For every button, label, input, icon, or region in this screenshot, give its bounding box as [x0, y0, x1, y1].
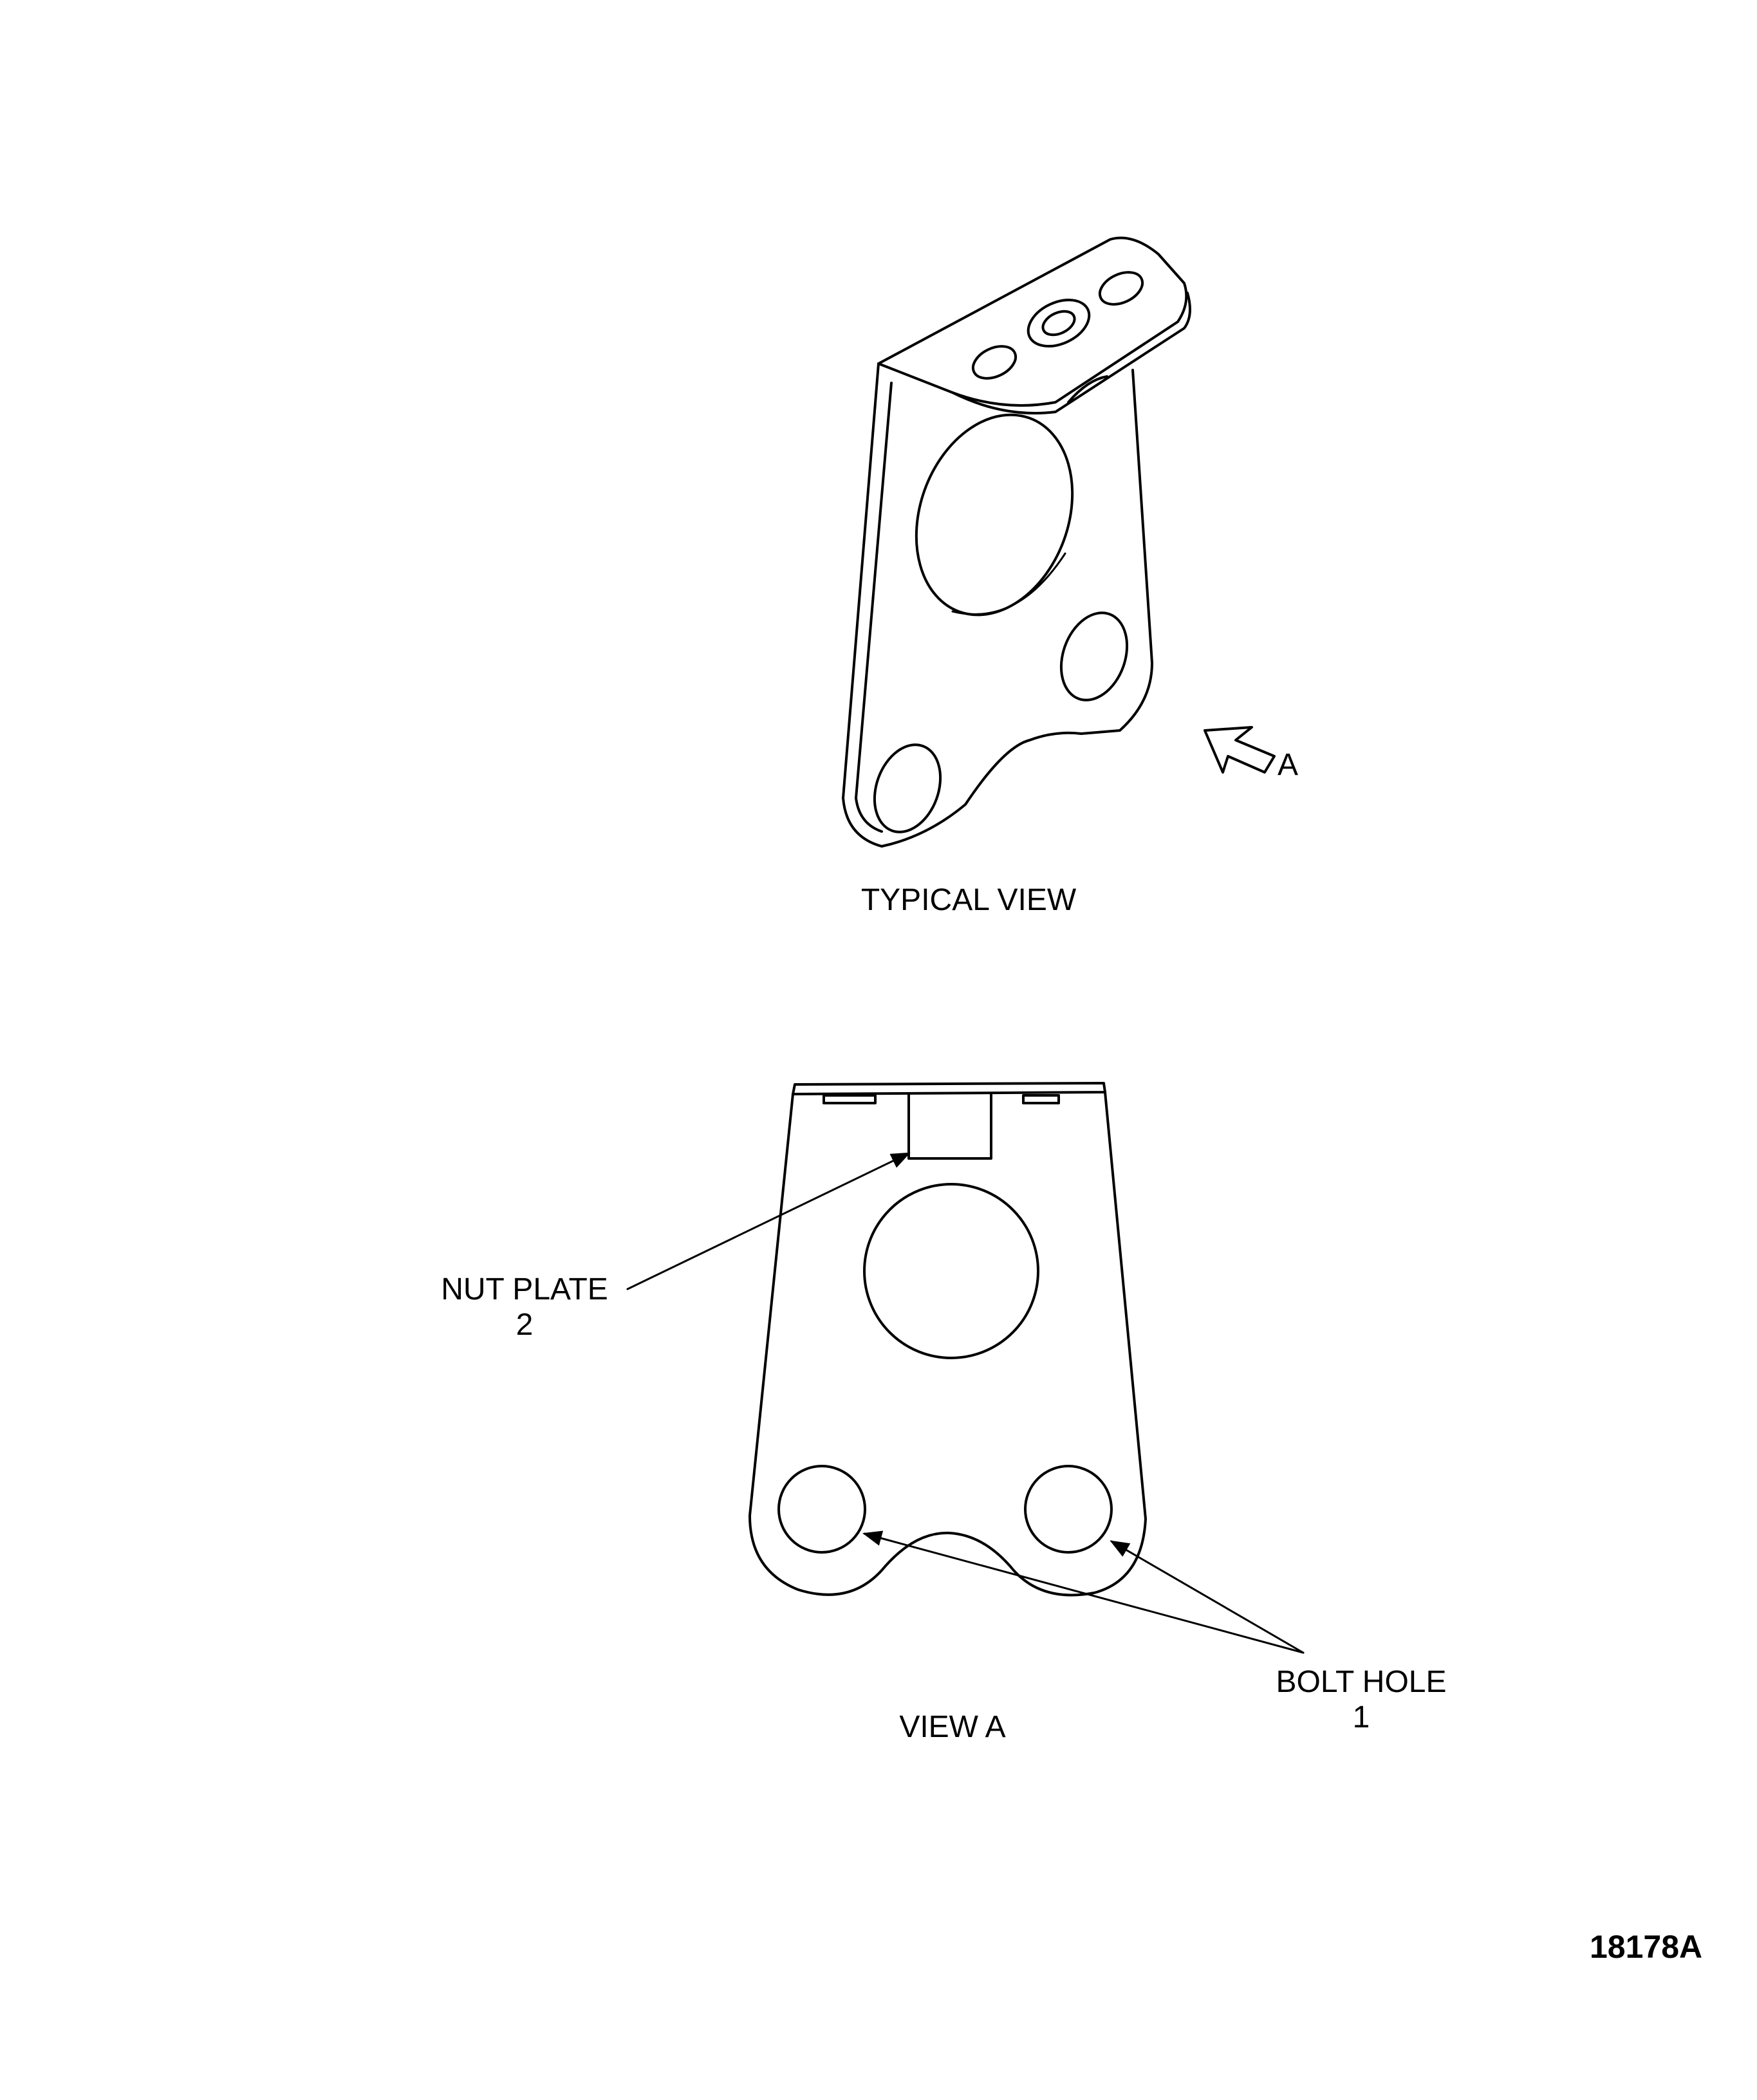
flange-nut-inner [1041, 310, 1076, 337]
bracket-plate-thickness [855, 382, 893, 833]
bolt-hole-iso-left [873, 743, 942, 833]
bolt-hole-callout-number: 1 [1352, 1700, 1370, 1734]
large-hole-iso-depth [951, 552, 1066, 615]
view-arrow-letter: A [1278, 748, 1299, 782]
view-a-flange-edge [792, 1082, 1106, 1095]
nut-plate-leader [626, 1152, 911, 1290]
flange-nut-outer [1027, 299, 1091, 348]
flange-hole-left [971, 345, 1018, 380]
view-a-lug-left [823, 1094, 877, 1104]
typical-view-caption: TYPICAL VIEW [860, 883, 1077, 917]
nut-plate-callout-name: NUT PLATE [441, 1272, 608, 1306]
large-hole-iso [915, 413, 1074, 617]
figure-number: 18178A [1590, 1929, 1703, 1965]
nut-plate-callout-number: 2 [516, 1308, 534, 1342]
nut-plate-iso [1067, 375, 1108, 404]
typical-view-bracket [842, 236, 1191, 848]
view-a-plate-outline [748, 1091, 1147, 1597]
bolt-hole-leader-right [1110, 1540, 1305, 1654]
bolt-hole-leader-left [862, 1530, 1305, 1654]
view-direction-arrow-icon [1204, 726, 1276, 774]
bolt-hole-iso-right [1059, 611, 1129, 702]
bolt-hole-callout-name: BOLT HOLE [1276, 1665, 1447, 1699]
bracket-plate-outline [842, 362, 1153, 848]
view-a-caption: VIEW A [899, 1710, 1006, 1744]
view-a-nut-plate [907, 1093, 992, 1160]
view-a-lug-right [1022, 1094, 1060, 1104]
view-a-bolt-hole-left [777, 1465, 866, 1554]
bracket-top-flange-edge [951, 292, 1191, 414]
view-a-large-hole [863, 1183, 1039, 1359]
bracket-top-flange [877, 236, 1188, 407]
view-a-bolt-hole-right [1024, 1465, 1113, 1554]
flange-hole-right [1098, 271, 1144, 306]
view-a-bracket [748, 1082, 1147, 1597]
